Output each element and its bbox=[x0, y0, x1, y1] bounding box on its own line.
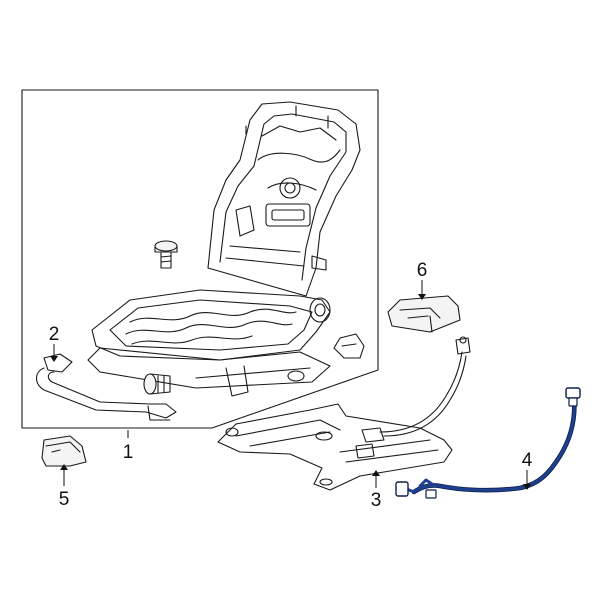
arrowhead-5 bbox=[60, 464, 68, 470]
bolt-upper[interactable] bbox=[154, 240, 178, 269]
seat-frame-assembly[interactable] bbox=[87, 101, 365, 397]
leader-lines bbox=[50, 280, 531, 490]
part-3-seat-track[interactable] bbox=[217, 336, 471, 491]
part-4-wire-harness[interactable] bbox=[395, 387, 581, 499]
arrowhead-4 bbox=[523, 484, 531, 490]
callout-2: 2 bbox=[49, 324, 60, 345]
part-5-cover[interactable] bbox=[41, 435, 87, 467]
arrowhead-3 bbox=[372, 470, 380, 476]
arrowhead-6 bbox=[418, 294, 426, 300]
callout-labels: 1 2 3 4 5 6 bbox=[49, 260, 533, 511]
bolt-lower[interactable] bbox=[143, 373, 171, 395]
callout-5: 5 bbox=[59, 489, 70, 510]
part-6-cover[interactable] bbox=[387, 295, 461, 333]
assembly-frame-box bbox=[21, 89, 379, 429]
callout-3: 3 bbox=[371, 490, 382, 511]
callout-4: 4 bbox=[522, 450, 533, 471]
callout-1: 1 bbox=[123, 442, 134, 463]
part-2-release-bar[interactable] bbox=[35, 353, 177, 421]
callout-6: 6 bbox=[417, 260, 428, 281]
arrowhead-2 bbox=[50, 356, 58, 362]
